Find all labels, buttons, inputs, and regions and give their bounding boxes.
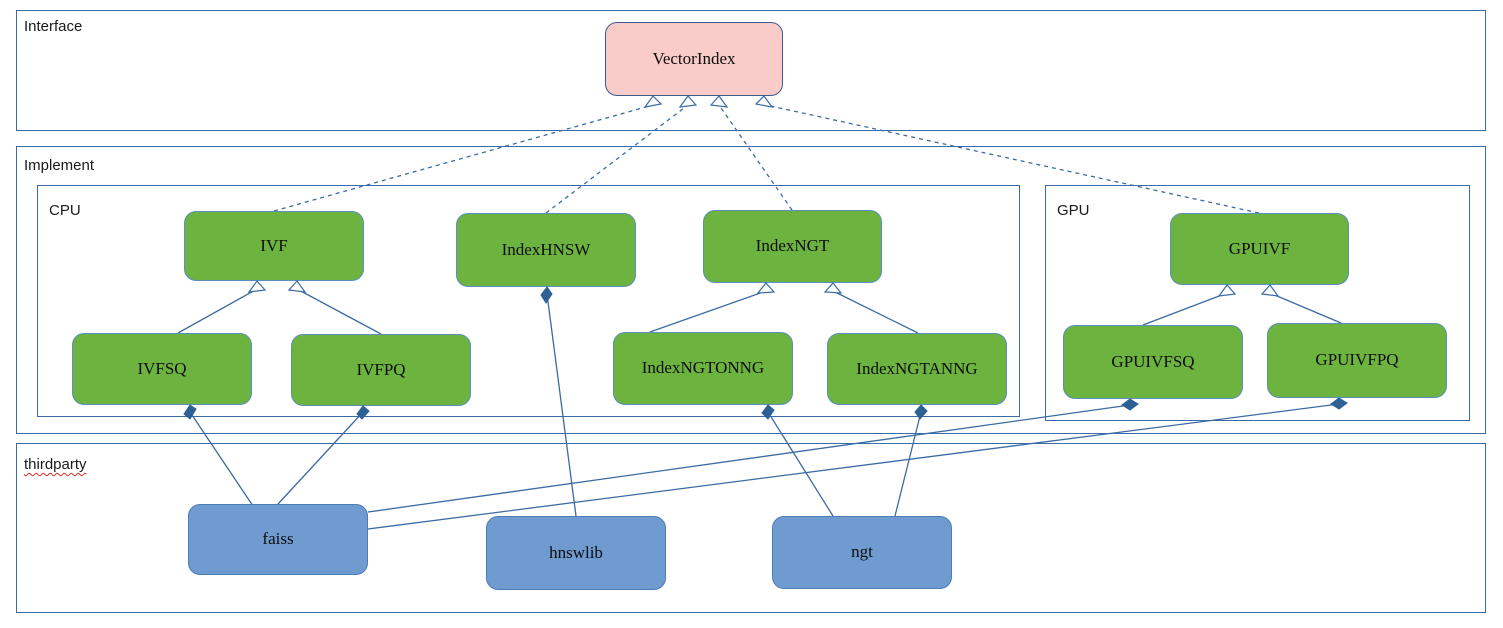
node-label-hnswlib: hnswlib: [549, 542, 603, 562]
node-label-ivfsq: IVFSQ: [137, 358, 187, 378]
node-ivf[interactable]: IVF: [184, 211, 364, 281]
node-label-gpuivf: GPUIVF: [1228, 238, 1291, 258]
node-ivfpq[interactable]: IVFPQ: [291, 334, 471, 406]
node-indexngt[interactable]: IndexNGT: [703, 210, 882, 283]
node-hnswlib[interactable]: hnswlib: [486, 516, 666, 590]
node-label-gpuivfsq: GPUIVFSQ: [1111, 351, 1195, 371]
node-ivfsq[interactable]: IVFSQ: [72, 333, 252, 405]
node-label-faiss: faiss: [262, 529, 294, 549]
node-label-vectorindex: VectorIndex: [652, 48, 736, 68]
node-indexngtanng[interactable]: IndexNGTANNG: [827, 333, 1007, 405]
node-gpuivf[interactable]: GPUIVF: [1170, 213, 1349, 285]
group-label-gpu: GPU: [1057, 202, 1090, 219]
node-vectorindex[interactable]: VectorIndex: [605, 22, 783, 96]
node-indexhnsw[interactable]: IndexHNSW: [456, 213, 636, 287]
node-label-ivfpq: IVFPQ: [356, 359, 406, 379]
node-faiss[interactable]: faiss: [188, 504, 368, 575]
node-label-ivf: IVF: [260, 235, 288, 255]
node-label-indexhnsw: IndexHNSW: [501, 239, 591, 259]
node-ngt[interactable]: ngt: [772, 516, 952, 589]
node-indexngtonng[interactable]: IndexNGTONNG: [613, 332, 793, 405]
group-label-thirdparty: thirdparty: [24, 456, 87, 473]
group-label-interface: Interface: [24, 18, 83, 35]
group-label-cpu: CPU: [49, 202, 81, 219]
node-label-indexngtanng: IndexNGTANNG: [856, 358, 978, 378]
node-label-ngt: ngt: [851, 542, 873, 562]
node-label-indexngt: IndexNGT: [755, 236, 830, 256]
node-gpuivfpq[interactable]: GPUIVFPQ: [1267, 323, 1447, 398]
node-label-gpuivfpq: GPUIVFPQ: [1315, 350, 1399, 370]
node-gpuivfsq[interactable]: GPUIVFSQ: [1063, 325, 1243, 399]
group-label-implement: Implement: [24, 157, 95, 174]
node-label-indexngtonng: IndexNGTONNG: [641, 358, 765, 378]
